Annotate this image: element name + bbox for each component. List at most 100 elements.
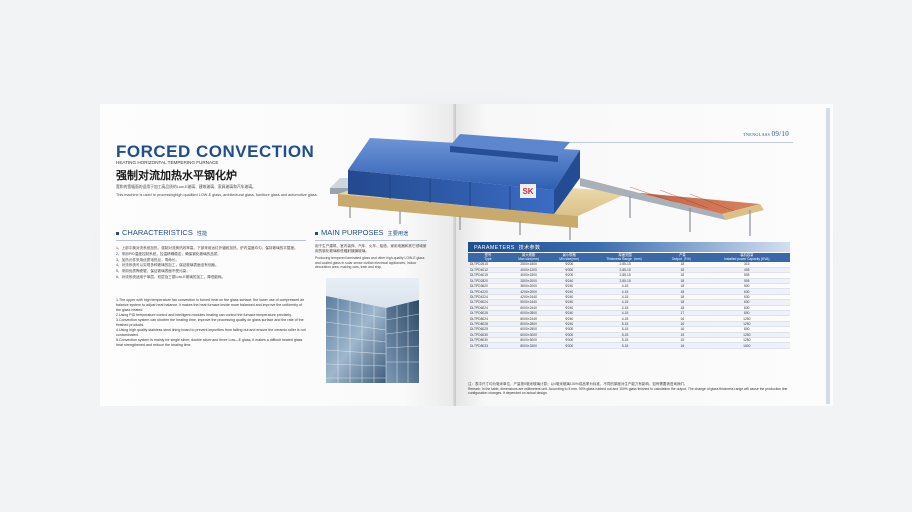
table-cell: 505: [703, 272, 790, 279]
table-cell: Φ240: [549, 315, 590, 322]
table-cell: 18: [661, 283, 704, 290]
table-cell: Φ240: [549, 305, 590, 312]
table-cell: 1250: [703, 321, 790, 328]
table-cell: DLTPD8024: [468, 315, 508, 322]
section-divider: [116, 240, 306, 241]
table-cell: Φ300: [549, 337, 590, 344]
table-cell: 18: [661, 288, 704, 295]
table-cell: DLTPD2820: [468, 278, 508, 285]
table-cell: 16: [661, 342, 704, 349]
table-cell: Φ240: [549, 278, 590, 285]
table-cell: 800: [703, 326, 790, 333]
section-marker: [116, 232, 119, 235]
remark-cn: 注：表中尺寸均为毫米单位，产量按5毫米玻璃计算；以4毫米玻璃100%成品率为标准…: [468, 382, 688, 386]
table-cell: 6000×2500: [507, 326, 550, 333]
table-cell: 800: [703, 310, 790, 317]
table-cell: 16: [661, 326, 704, 333]
table-cell: DLTPD3620: [468, 283, 508, 290]
table-cell: 5000×2440: [507, 299, 550, 306]
cover-edge: [826, 108, 830, 404]
table-cell: Φ200: [549, 272, 590, 279]
characteristics-title: CHARACTERISTICS: [122, 228, 193, 237]
table-cell: 16: [661, 321, 704, 328]
table-cell: 4-15: [589, 288, 662, 295]
list-item: 5、采用优质陶瓷辊，保证玻璃表面不受污染。: [116, 269, 190, 274]
page-number: TNENGLASS 09/10: [743, 130, 789, 138]
list-item: 1、上部平衡对流系统加热，强制对流换热效率高，下部采用远红外辐射加热，炉内温度均…: [116, 246, 298, 250]
table-cell: DLTPD8030: [468, 337, 508, 344]
main-purposes-cn: 用于生产建筑、室内装饰、汽车、火车、船舶、家用电器和其它领域使用的钢化玻璃和低辐…: [315, 244, 427, 254]
table-cell: Φ200: [549, 262, 590, 268]
page-title: FORCED CONVECTION: [116, 142, 315, 161]
table-cell: 2.85-15: [589, 272, 662, 279]
characteristics-list-en: 1.The upper with high temperature fan co…: [116, 298, 306, 348]
intro-block: 宽和的宽幅面的适用于加工高品质的Low-E玻璃、建筑玻璃、家具玻璃和汽车玻璃。 …: [116, 184, 326, 198]
main-purposes-title: MAIN PURPOSES: [321, 228, 384, 237]
table-cell: 1600: [703, 342, 790, 349]
table-cell: 3600×2000: [507, 283, 550, 290]
characteristics-heading: CHARACTERISTICS 性能: [122, 228, 207, 237]
page-title-cn: 强制对流加热水平钢化炉: [116, 170, 237, 182]
table-cell: 2.85-15: [589, 262, 662, 268]
list-item: 4.Using high quality stainless steel lin…: [116, 328, 306, 337]
table-cell: 630: [703, 288, 790, 295]
table-cell: DLTPD6030: [468, 332, 508, 339]
table-cell: DLTPD4224: [468, 294, 508, 301]
section-marker: [315, 232, 318, 235]
table-cell: 6000×2800: [507, 310, 550, 317]
table-cell: 1250: [703, 315, 790, 322]
table-cell: Φ300: [549, 267, 590, 274]
table-cell: 8000×2800: [507, 321, 550, 328]
table-cell: Φ300: [549, 326, 590, 333]
table-cell: DLTPD5024: [468, 299, 508, 306]
table-cell: 18: [661, 272, 704, 279]
main-purposes-title-cn: 主要用途: [387, 231, 409, 237]
table-cell: 4000×1500: [507, 272, 550, 279]
intro-cn: 宽和的宽幅面的适用于加工高品质的Low-E玻璃、建筑玻璃、家具玻璃和汽车玻璃。: [116, 185, 256, 189]
header-rule: [476, 142, 793, 143]
table-cell: DLTPD4012: [468, 267, 508, 274]
page-subtitle: HEATING HORIZONTAL TEMPERING FURNACE: [116, 160, 219, 165]
table-cell: DLTPD4015: [468, 272, 508, 279]
list-item: 3、加热元件采用优质电热丝，寿命长。: [116, 257, 180, 262]
table-cell: 8000×3300: [507, 342, 550, 349]
table-cell: 505: [703, 278, 790, 285]
table-cell: 18: [661, 267, 704, 274]
table-cell: Φ300: [549, 332, 590, 339]
page-label: TNENGLASS: [743, 132, 771, 137]
table-cell: 4-15: [589, 299, 662, 306]
table-cell: DLTPD2515: [468, 262, 508, 268]
table-cell: 18: [661, 294, 704, 301]
table-cell: 630: [703, 299, 790, 306]
table-cell: DLTPD6024: [468, 305, 508, 312]
table-cell: 4-15: [589, 315, 662, 322]
tempering-furnace-illustration: SK: [330, 132, 766, 252]
table-cell: 5-15: [589, 321, 662, 328]
characteristics-title-cn: 性能: [196, 231, 208, 237]
table-cell: 1250: [703, 332, 790, 339]
table-cell: 2.85-15: [589, 267, 662, 274]
table-cell: 4000×1200: [507, 267, 550, 274]
table-cell: 5-15: [589, 332, 662, 339]
table-cell: 2800×2000: [507, 278, 550, 285]
